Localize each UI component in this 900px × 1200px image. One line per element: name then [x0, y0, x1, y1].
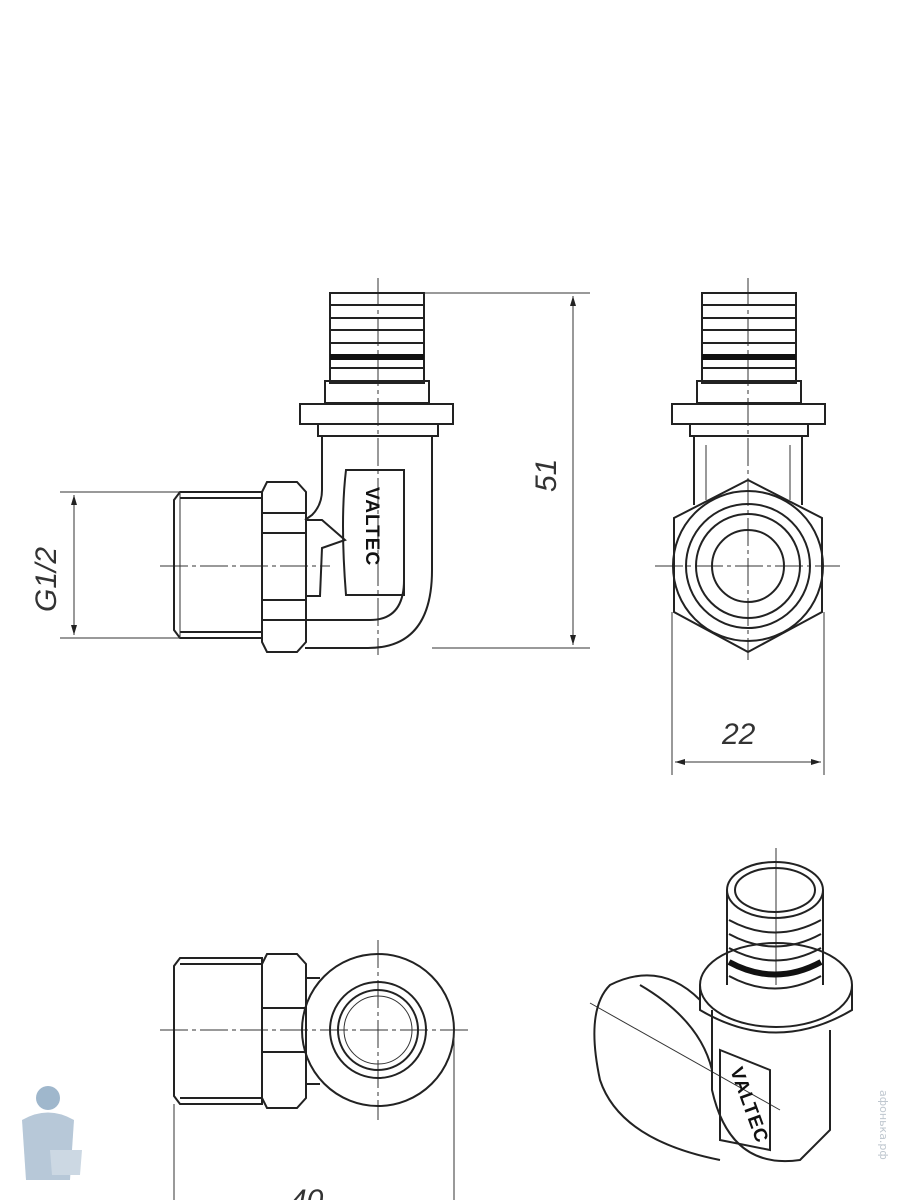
dimension-height-label: 51: [530, 459, 563, 492]
top-hex-nut: [261, 953, 320, 1109]
press-sleeve: [299, 292, 454, 437]
side-press-sleeve: [671, 292, 826, 505]
side-view: 22: [655, 278, 840, 775]
dimension-width: 22: [671, 612, 825, 775]
iso-press-sleeve: [699, 861, 853, 1034]
dimension-length-label: 40: [290, 1184, 324, 1200]
watermark-text: афонька.рф: [877, 1090, 890, 1160]
side-hex-and-port: [672, 478, 824, 654]
dimension-length: 40: [173, 1030, 455, 1200]
top-view: 40: [160, 940, 470, 1200]
dimension-thread: G1/2: [30, 491, 180, 639]
top-port: [301, 953, 455, 1107]
isometric-view: VALTEC: [589, 848, 853, 1163]
hex-nut: [261, 481, 307, 653]
threaded-end: [173, 491, 263, 639]
brand-label-front: VALTEC: [361, 487, 382, 566]
iso-elbow-body: VALTEC: [593, 974, 831, 1163]
dimension-width-label: 22: [721, 718, 756, 751]
elbow-body: VALTEC: [304, 436, 433, 649]
dimension-height: 51: [424, 292, 590, 649]
watermark-logo: [22, 1086, 82, 1180]
brand-label-iso: VALTEC: [725, 1065, 772, 1147]
dimension-thread-label: G1/2: [30, 547, 63, 612]
top-threaded-end: [173, 957, 263, 1105]
front-view: VALTEC G1/2: [30, 278, 590, 655]
